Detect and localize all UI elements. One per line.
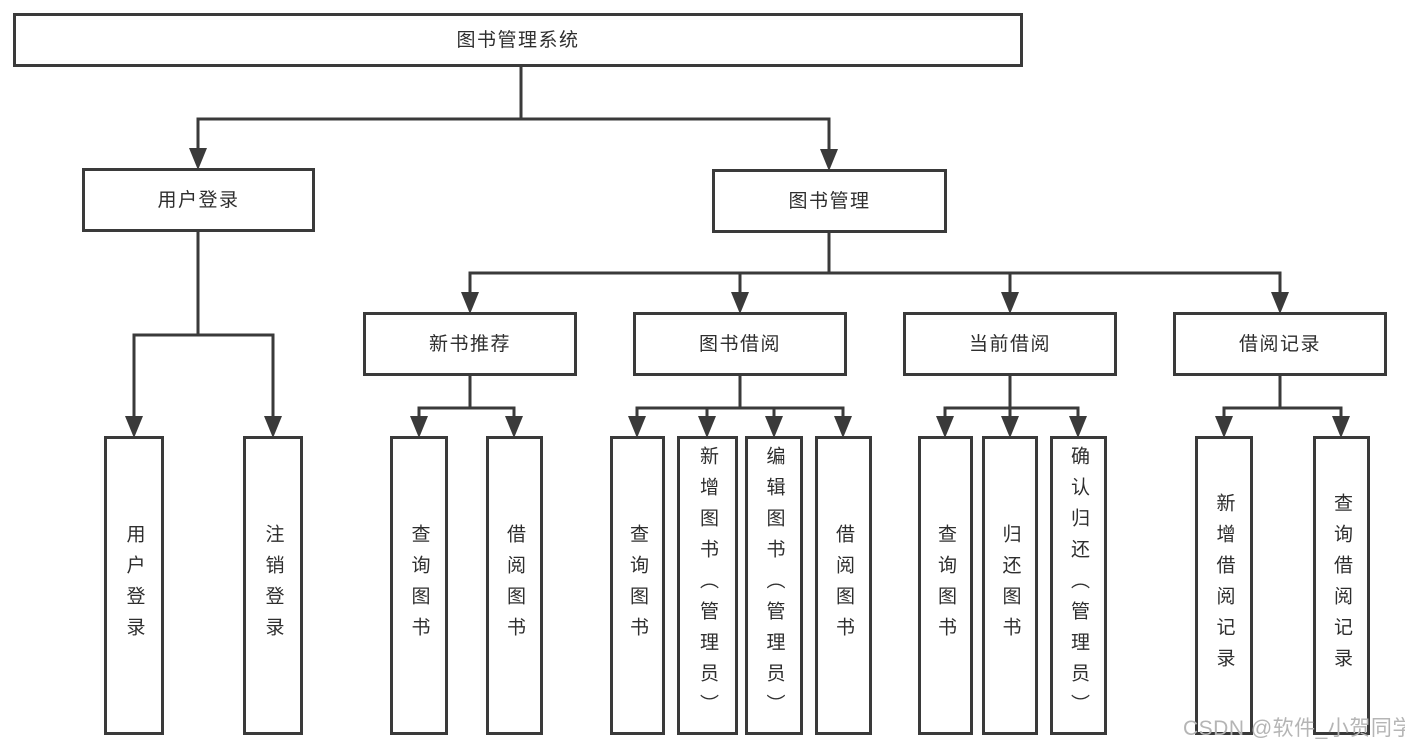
node-label: 图书管理 xyxy=(788,190,871,212)
node-borrowing-records: 借阅记录 xyxy=(1173,312,1387,376)
node-label: 当前借阅 xyxy=(968,333,1051,355)
csdn-watermark: CSDN @软件_小贺同学 xyxy=(1183,717,1405,740)
node-book-borrowing: 图书借阅 xyxy=(633,312,847,376)
node-label: 借阅图书 xyxy=(833,523,854,648)
node-label: 图书借阅 xyxy=(698,333,781,355)
node-label: 借阅图书 xyxy=(504,523,525,648)
leaf-current-query-books: 查询图书 xyxy=(918,436,973,735)
node-user-login: 用户登录 xyxy=(82,168,315,232)
node-label: 注销登录 xyxy=(262,523,284,648)
node-library-management-system: 图书管理系统 xyxy=(13,13,1023,67)
node-label: 查询图书 xyxy=(935,523,956,648)
leaf-logout: 注销登录 xyxy=(243,436,303,735)
node-label: 新增图书（管理员） xyxy=(697,446,718,725)
node-label: 编辑图书（管理员） xyxy=(763,446,785,725)
leaf-current-confirm-return-admin: 确认归还（管理员） xyxy=(1050,436,1107,735)
node-label: 用户登录 xyxy=(123,523,145,648)
node-label: 查询图书 xyxy=(627,523,648,648)
leaf-newrec-borrow-books: 借阅图书 xyxy=(486,436,543,735)
node-book-management: 图书管理 xyxy=(712,169,947,233)
node-label: 新增借阅记录 xyxy=(1213,492,1235,679)
leaf-borrowing-query-books: 查询图书 xyxy=(610,436,665,735)
leaf-borrowing-edit-books-admin: 编辑图书（管理员） xyxy=(745,436,803,735)
node-label: 用户登录 xyxy=(157,189,240,211)
leaf-newrec-query-books: 查询图书 xyxy=(390,436,448,735)
leaf-records-add-borrow-record: 新增借阅记录 xyxy=(1195,436,1253,735)
node-label: 查询借阅记录 xyxy=(1331,492,1352,679)
node-label: 借阅记录 xyxy=(1238,333,1321,355)
leaf-user-login: 用户登录 xyxy=(104,436,164,735)
leaf-current-return-books: 归还图书 xyxy=(982,436,1038,735)
node-label: 查询图书 xyxy=(408,523,430,648)
leaf-records-query-borrow-record: 查询借阅记录 xyxy=(1313,436,1370,735)
node-new-book-recommendation: 新书推荐 xyxy=(363,312,577,376)
leaf-borrowing-add-books-admin: 新增图书（管理员） xyxy=(677,436,738,735)
node-current-borrowing: 当前借阅 xyxy=(903,312,1117,376)
node-label: 新书推荐 xyxy=(428,333,511,355)
node-label: 确认归还（管理员） xyxy=(1068,446,1089,725)
node-label: 归还图书 xyxy=(999,523,1021,648)
leaf-borrowing-borrow-books: 借阅图书 xyxy=(815,436,872,735)
node-label: 图书管理系统 xyxy=(456,29,580,51)
